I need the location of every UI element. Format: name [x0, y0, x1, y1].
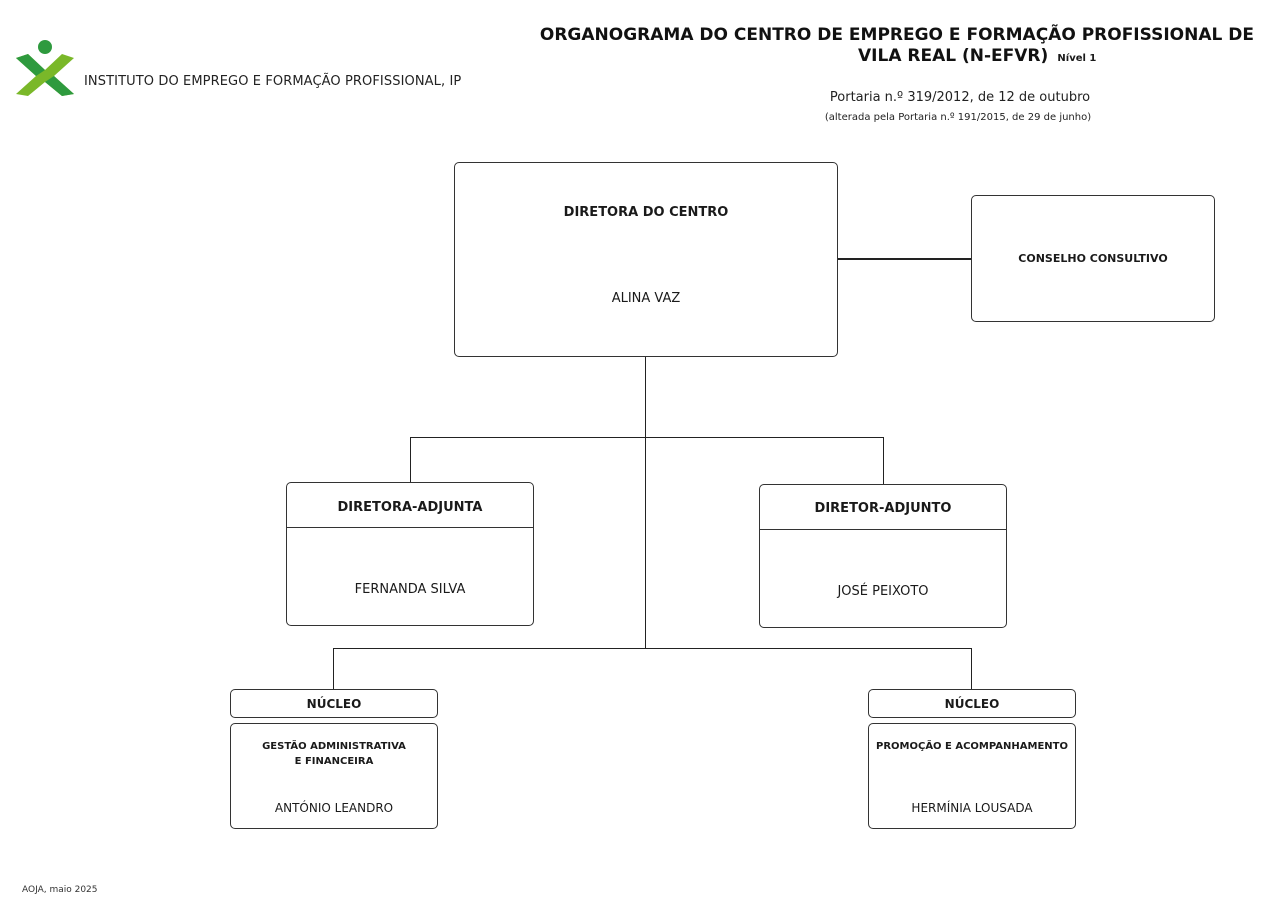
director-role: DIRETORA DO CENTRO	[563, 205, 729, 220]
deputy-left-name: FERNANDA SILVA	[354, 582, 466, 597]
director-name: ALINA VAZ	[611, 291, 681, 306]
chart-title-line2-wrap: VILA REAL (N-EFVR) Nível 1	[858, 46, 1096, 67]
nucleus-right-role: PROMOÇÃO E ACOMPANHAMENTO	[876, 741, 1068, 752]
nucleus-right-header: NÚCLEO	[868, 689, 1076, 718]
nucleus-right-header-label: NÚCLEO	[944, 697, 1000, 711]
iefp-logo-icon	[16, 40, 74, 96]
deputy-right-name: JOSÉ PEIXOTO	[837, 584, 929, 599]
deputy-left-box: DIRETORA-ADJUNTA FERNANDA SILVA	[286, 482, 534, 626]
connector-deputy-left-v	[410, 437, 411, 482]
nucleus-left-name: ANTÓNIO LEANDRO	[274, 801, 394, 815]
nucleus-left-role-line2: E FINANCEIRA	[294, 756, 374, 767]
deputy-right-role: DIRETOR-ADJUNTO	[814, 501, 952, 516]
nucleus-left-box: GESTÃO ADMINISTRATIVA E FINANCEIRA ANTÓN…	[230, 723, 438, 829]
connector-nucleus-left-v	[333, 648, 334, 689]
chart-title-line1: ORGANOGRAMA DO CENTRO DE EMPREGO E FORMA…	[539, 25, 1254, 45]
connector-nucleus-h	[333, 648, 972, 649]
council-box: CONSELHO CONSULTIVO	[971, 195, 1215, 322]
connector-nucleus-right-v	[971, 648, 972, 689]
connector-director-council	[838, 258, 971, 260]
deputy-right-divider	[760, 529, 1006, 530]
footer-text: AOJA, maio 2025	[22, 885, 98, 895]
nucleus-right-box: PROMOÇÃO E ACOMPANHAMENTO HERMÍNIA LOUSA…	[868, 723, 1076, 829]
logo-text: INSTITUTO DO EMPREGO E FORMAÇÃO PROFISSI…	[84, 74, 462, 89]
chart-title-line2: VILA REAL (N-EFVR)	[858, 46, 1049, 66]
nucleus-left-role-line1: GESTÃO ADMINISTRATIVA	[262, 741, 406, 752]
level-label: Nível 1	[1057, 53, 1097, 64]
connector-deputy-right-v	[883, 437, 884, 484]
connector-trunk	[645, 356, 646, 649]
nucleus-left-header-label: NÚCLEO	[306, 697, 362, 711]
deputy-left-divider	[287, 527, 533, 528]
portaria-text: Portaria n.º 319/2012, de 12 de outubro	[829, 90, 1091, 105]
deputy-right-box: DIRETOR-ADJUNTO JOSÉ PEIXOTO	[759, 484, 1007, 628]
nucleus-left-header: NÚCLEO	[230, 689, 438, 718]
council-role: CONSELHO CONSULTIVO	[1018, 252, 1168, 265]
deputy-left-role: DIRETORA-ADJUNTA	[337, 500, 483, 515]
director-box: DIRETORA DO CENTRO ALINA VAZ	[454, 162, 838, 357]
nucleus-right-name: HERMÍNIA LOUSADA	[911, 801, 1033, 815]
connector-deputies-h	[410, 437, 884, 438]
portaria-note: (alterada pela Portaria n.º 191/2015, de…	[824, 112, 1092, 123]
